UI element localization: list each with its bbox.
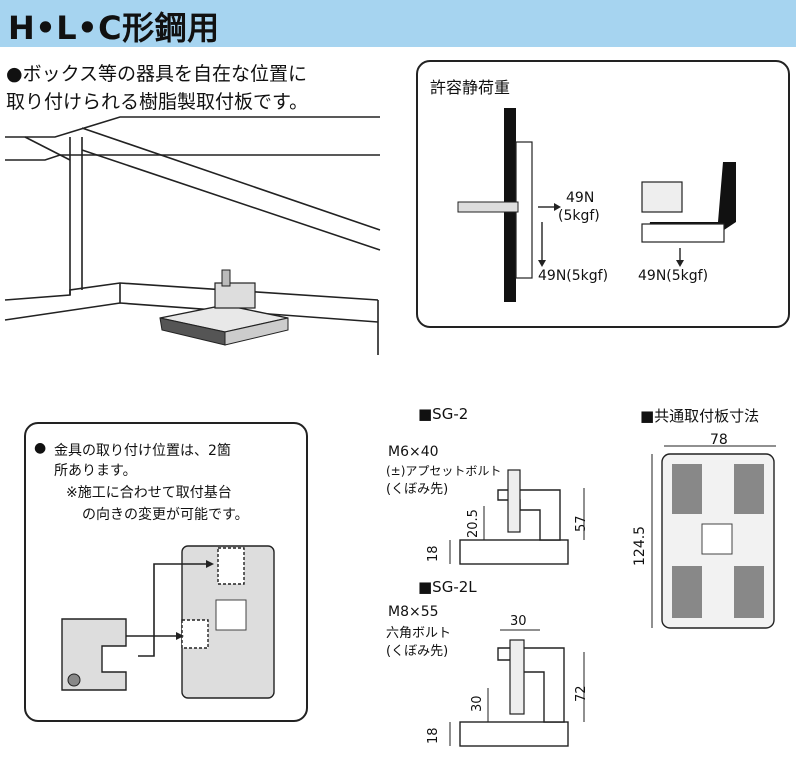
intro-line-2: 取り付けられる樹脂製取付板です。	[6, 91, 309, 113]
sg2-bolt-tip: (くぼみ先)	[386, 482, 449, 497]
sg2l-dim-base: 18	[426, 727, 441, 744]
plate-grid-br	[734, 566, 764, 618]
clamp-side-view	[61, 618, 127, 691]
note-line-3: ※施工に合わせて取付基台	[66, 485, 232, 501]
sg2-bolt-size: M6×40	[388, 444, 439, 460]
sg2-clamp	[497, 489, 561, 541]
down-load-left: 49N(5kgf)	[538, 268, 609, 284]
note-line-1: 金具の取り付け位置は、2箇	[54, 443, 231, 459]
plate-dims-heading: ■共通取付板寸法	[640, 407, 760, 425]
arrow-right-icon	[206, 560, 214, 568]
plate-width-dim: 78	[710, 432, 728, 448]
arrow-down-icon	[538, 260, 546, 267]
arrow-right-icon	[554, 203, 561, 211]
sg2-dim-height: 57	[574, 515, 589, 532]
load-panel: 許容静荷重 49N (5kgf) 49N(5kgf) 49N(5kgf)	[416, 60, 790, 328]
plate-under-angle	[641, 223, 725, 243]
note-line-4: の向きの変更が可能です。	[82, 507, 249, 523]
sg2l-dim-height: 72	[574, 685, 589, 702]
clamp-drawing	[641, 181, 683, 213]
mounting-plate-drawing	[159, 269, 289, 346]
mount-position-1	[217, 547, 245, 585]
h-beam-drawing	[4, 116, 381, 355]
sg2l-clamp	[497, 647, 565, 723]
note-panel: ● 金具の取り付け位置は、2箇 所あります。 ※施工に合わせて取付基台 の向きの…	[24, 422, 308, 722]
plate-center-hole	[701, 523, 733, 555]
mount-position-2	[181, 619, 209, 649]
intro-line-1: ●ボックス等の器具を自在な位置に	[6, 63, 308, 85]
sg2l-bolt	[509, 639, 525, 715]
note-bullet: ●	[34, 440, 47, 456]
sg2-base	[459, 539, 569, 565]
intro-text: ●ボックス等の器具を自在な位置に 取り付けられる樹脂製取付板です。	[6, 60, 308, 116]
sg2l-base	[459, 721, 569, 747]
note-line-2: 所あります。	[54, 463, 137, 479]
plate-grid-bl	[672, 566, 702, 618]
side-load-n: 49N	[566, 190, 595, 206]
sg2l-bolt-size: M8×55	[388, 604, 439, 620]
sg2l-dim-bolt: 30	[470, 695, 485, 712]
plate-mount-diagram	[61, 545, 275, 699]
arrow-down-icon	[676, 260, 684, 267]
sg2-heading: ■SG-2	[418, 405, 469, 423]
plate-grid-tr	[734, 464, 764, 514]
plate-outline	[661, 453, 775, 629]
side-load-kgf: (5kgf)	[558, 208, 600, 224]
sg2-bolt	[507, 469, 521, 533]
sg2l-heading: ■SG-2L	[418, 578, 477, 596]
sg2l-bolt-tip: (くぼみ先)	[386, 644, 449, 659]
sg2-dim-bolt: 20.5	[466, 509, 481, 538]
sg2l-bolt-type: 六角ボルト	[386, 626, 452, 641]
sg2-dim-base: 18	[426, 545, 441, 562]
side-bolt	[457, 201, 519, 213]
load-panel-title: 許容静荷重	[430, 78, 511, 97]
page-title: H•L•C形鋼用	[8, 9, 220, 47]
load-diagram	[457, 108, 736, 302]
down-load-right: 49N(5kgf)	[638, 268, 709, 284]
plate-grid-tl	[672, 464, 702, 514]
plate-height-dim: 124.5	[632, 525, 648, 566]
sg2-bolt-type: (±)アプセットボルト	[386, 464, 502, 478]
title-banner: H•L•C形鋼用	[0, 0, 796, 47]
sg2l-dim-width: 30	[510, 614, 527, 629]
arrow-right-icon	[176, 632, 184, 640]
